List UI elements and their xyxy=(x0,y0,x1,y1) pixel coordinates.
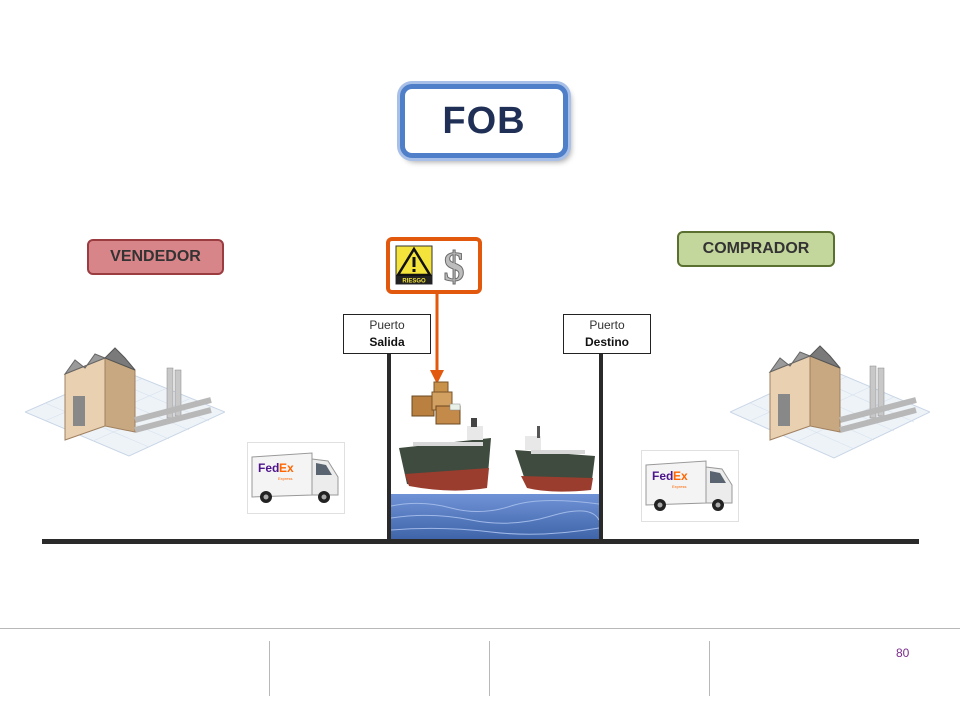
svg-text:Fed: Fed xyxy=(258,461,279,475)
dollar-sign-icon: $ xyxy=(443,245,465,292)
sea-scene xyxy=(391,418,599,540)
footer-separator xyxy=(269,641,270,696)
risk-label: RIESGO xyxy=(402,279,426,285)
port-departure-pole xyxy=(387,354,391,544)
ship-right-icon xyxy=(515,426,595,492)
title-box: FOB xyxy=(400,84,568,158)
port-destination-line2: Destino xyxy=(584,335,629,349)
svg-text:Ex: Ex xyxy=(673,469,688,483)
port-departure-line1: Puerto xyxy=(369,318,405,332)
van-left: Fed Ex Express xyxy=(247,442,345,514)
port-destination-pole xyxy=(599,354,603,544)
risk-box: RIESGO $ xyxy=(386,237,482,294)
footer-separator xyxy=(489,641,490,696)
footer-divider xyxy=(0,628,960,629)
buyer-label: COMPRADOR xyxy=(677,231,835,267)
svg-text:Express: Express xyxy=(278,476,292,481)
ship-left-icon xyxy=(399,418,491,491)
port-departure-label: Puerto Salida xyxy=(343,314,431,354)
van-right-icon: Fed Ex Express xyxy=(645,460,733,511)
svg-text:Fed: Fed xyxy=(652,469,673,483)
risk-transfer-arrow xyxy=(430,292,444,384)
cargo-boxes-icon xyxy=(411,381,461,425)
svg-text:Express: Express xyxy=(672,484,686,489)
diagram-title: FOB xyxy=(442,99,526,142)
port-departure-line2: Salida xyxy=(369,335,405,349)
seller-factory-icon xyxy=(25,347,225,457)
warning-sign-icon: RIESGO xyxy=(395,245,433,285)
risk-icons: RIESGO $ xyxy=(395,245,465,292)
footer-separator xyxy=(709,641,710,696)
ground-line xyxy=(42,539,919,544)
buyer-factory-icon xyxy=(730,345,930,459)
van-right: Fed Ex Express xyxy=(641,450,739,522)
port-destination-line1: Puerto xyxy=(589,318,625,332)
svg-text:$: $ xyxy=(444,245,465,290)
seller-label: VENDEDOR xyxy=(87,239,224,275)
port-destination-label: Puerto Destino xyxy=(563,314,651,354)
van-left-icon: Fed Ex Express xyxy=(251,452,339,503)
svg-text:Ex: Ex xyxy=(279,461,294,475)
page-number: 80 xyxy=(896,646,910,660)
